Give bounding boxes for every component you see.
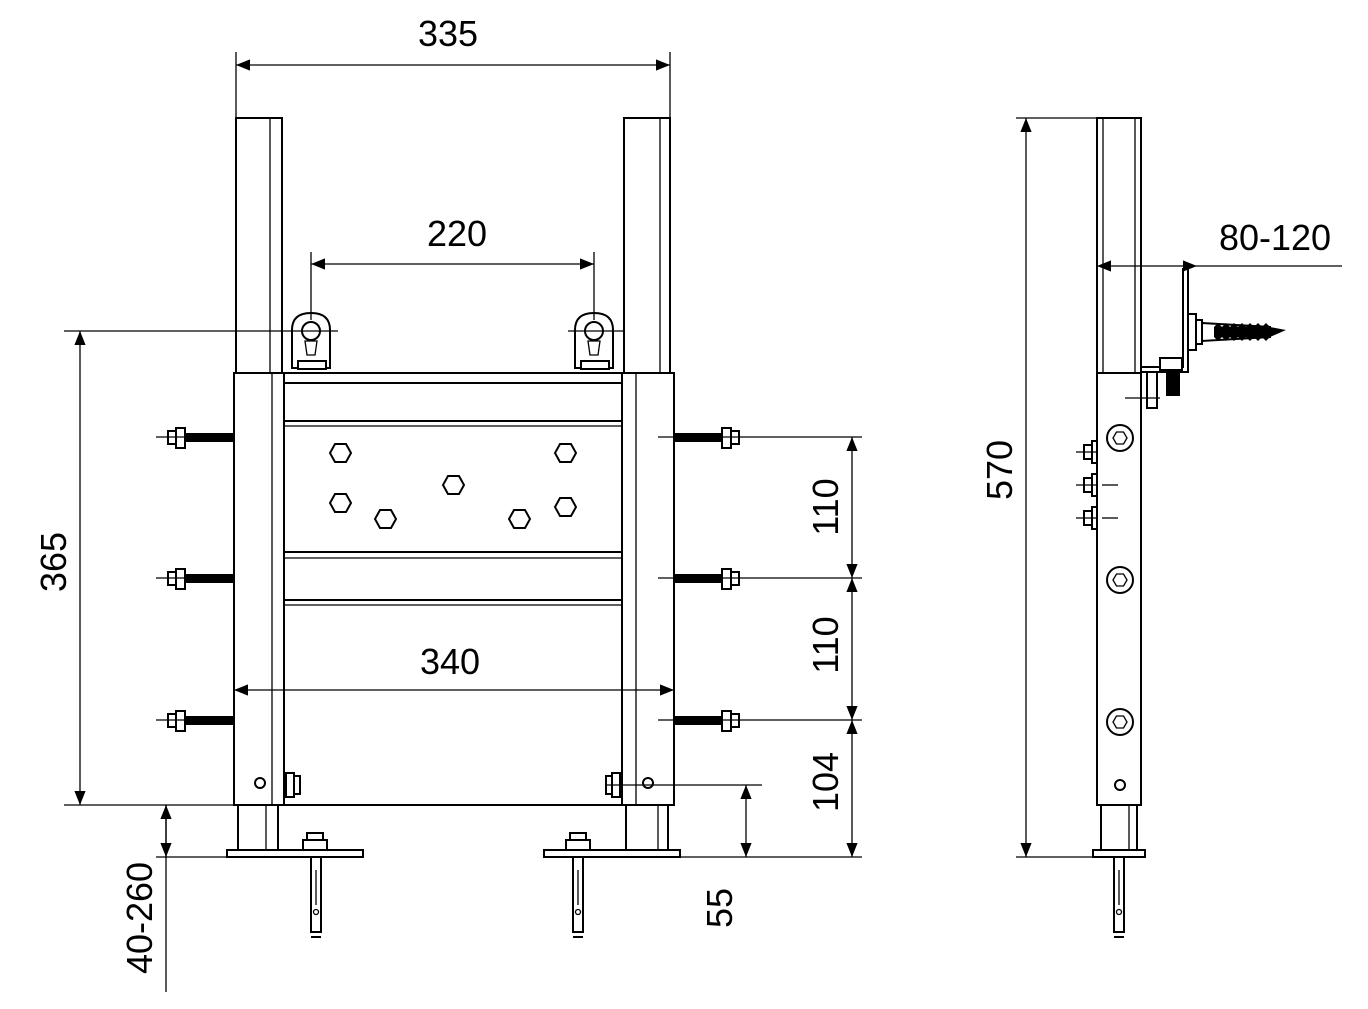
dim-frame-width-label: 340	[420, 641, 480, 682]
left-mounting-lug	[262, 311, 338, 370]
dim-mount-spacing-label: 220	[427, 213, 487, 254]
dim-foot-adjust: 40-260	[119, 805, 227, 992]
dim-mount-spacing: 220	[310, 213, 595, 320]
dim-spacing-lower-label: 110	[805, 616, 846, 673]
dim-total-height-label: 570	[979, 440, 1020, 500]
dim-bottom-offset-label: 104	[805, 752, 846, 812]
dim-overall-width-label: 335	[418, 13, 478, 54]
side-upper-post	[1096, 117, 1142, 374]
dim-wall-depth: 80-120	[1096, 217, 1342, 370]
dim-spacing-upper-label: 110	[805, 478, 846, 535]
side-view: 570 80-120	[979, 117, 1342, 938]
dim-frame-width: 340	[234, 641, 674, 696]
right-foot	[543, 804, 681, 938]
main-frame	[233, 372, 675, 806]
plate-hex-nuts	[328, 443, 578, 529]
wall-bracket-anchor	[1125, 268, 1286, 409]
dim-total-height: 570	[979, 117, 1097, 858]
dim-foot-height: 55	[699, 785, 752, 928]
right-threaded-rods	[658, 427, 862, 732]
dim-vertical-chain: 110 110 104	[680, 437, 862, 858]
dim-foot-height-label: 55	[699, 888, 740, 928]
dim-overall-width: 335	[235, 13, 671, 118]
side-bolts	[1076, 440, 1118, 530]
bottom-holes-bolts	[254, 772, 762, 798]
right-mounting-lug	[568, 311, 624, 370]
right-upper-post	[623, 117, 671, 374]
dim-foot-adjust-label: 40-260	[119, 862, 160, 974]
left-threaded-rods	[156, 427, 234, 732]
dim-height-left: 365	[33, 330, 262, 806]
front-view: 335 220 340 365 40-260	[33, 13, 862, 992]
side-main-leg	[1096, 372, 1142, 806]
dim-height-left-label: 365	[33, 532, 74, 592]
dim-wall-depth-label: 80-120	[1219, 217, 1331, 258]
left-upper-post	[235, 117, 283, 374]
left-foot	[226, 804, 364, 938]
side-foot	[1092, 804, 1146, 938]
